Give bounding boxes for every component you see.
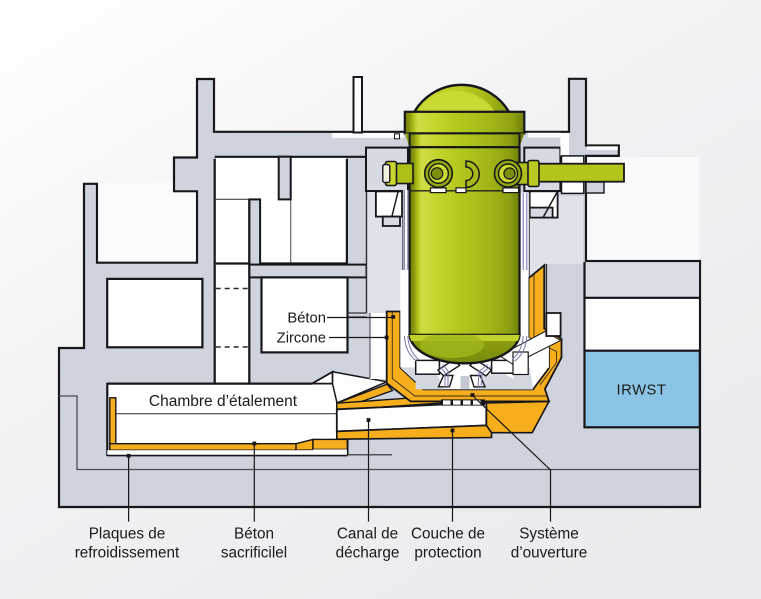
svg-text:refroidissement: refroidissement [75,545,180,562]
svg-text:sacrificilel: sacrificilel [221,545,287,562]
svg-text:décharge: décharge [336,545,400,562]
svg-text:Couche de: Couche de [411,526,485,543]
svg-text:protection: protection [414,545,481,562]
svg-text:Béton: Béton [287,311,326,327]
svg-text:Plaques de: Plaques de [89,526,166,543]
svg-text:Système: Système [519,526,579,543]
svg-text:Canal de: Canal de [337,526,398,543]
svg-text:Zircone: Zircone [277,331,326,347]
svg-text:IRWST: IRWST [617,383,667,399]
svg-text:Chambre d’étalement: Chambre d’étalement [149,393,298,410]
svg-text:Béton: Béton [234,526,274,543]
svg-text:d’ouverture: d’ouverture [511,545,588,562]
